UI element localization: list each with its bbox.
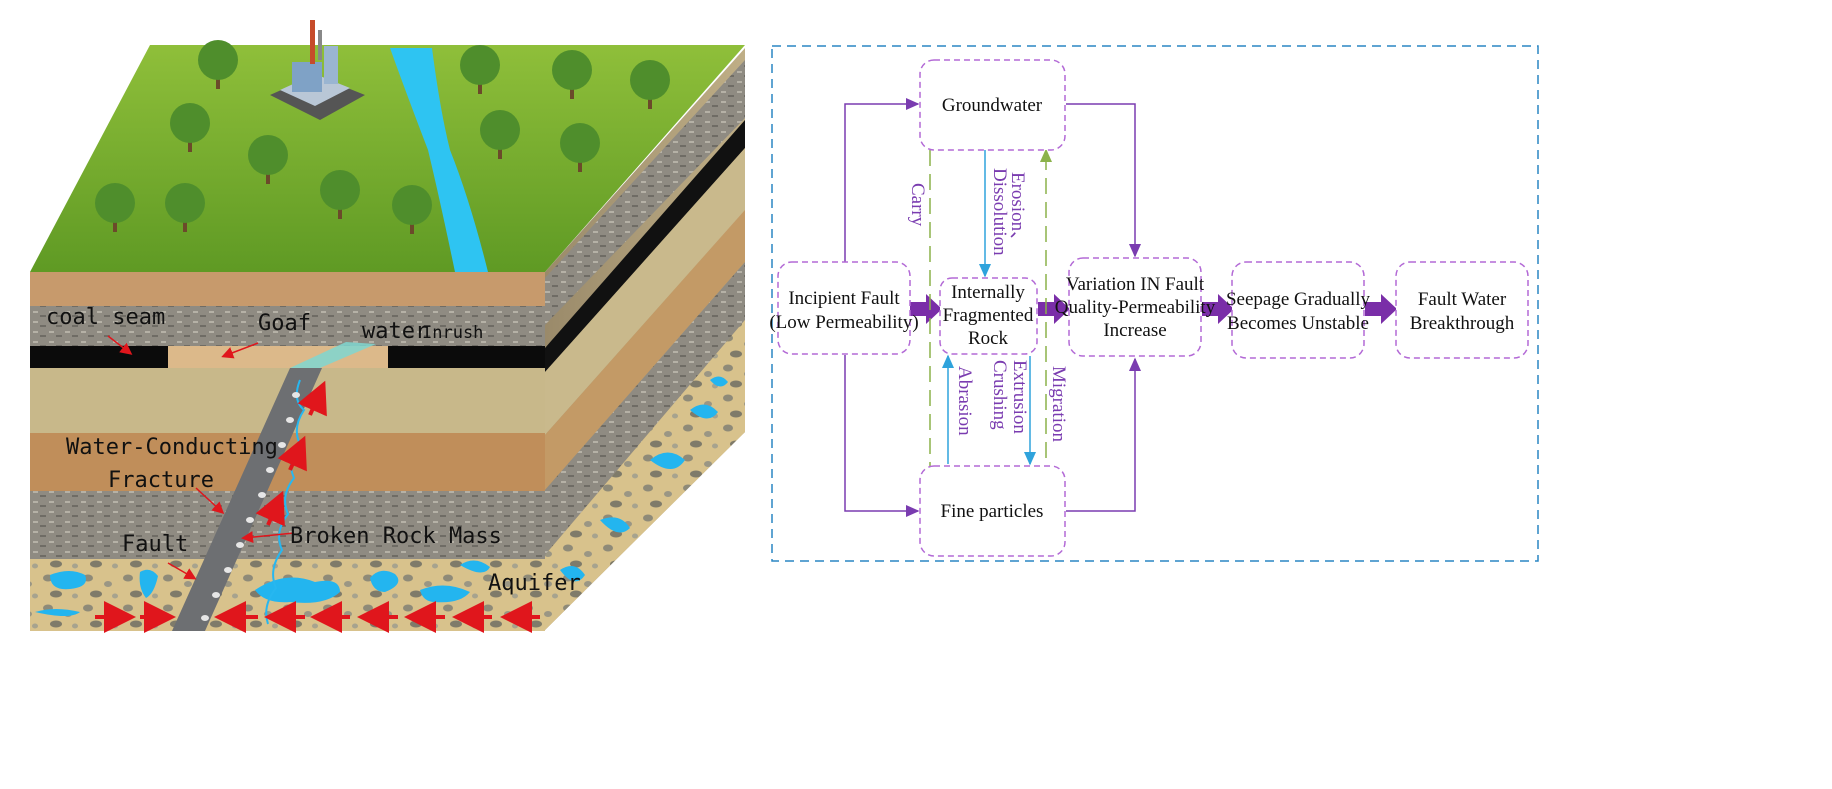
node-fragmented-rock-line1: Internally (951, 282, 1025, 303)
node-groundwater-label: Groundwater (942, 95, 1043, 116)
purple-connectors (844, 98, 1141, 517)
node-fragmented-rock: Internally Fragmented Rock (939, 277, 1038, 355)
label-goaf: Goaf (258, 311, 311, 336)
node-incipient-fault-line2: (Low Permeability) (769, 312, 918, 333)
main-flow-arrows (910, 294, 1397, 324)
green-connectors (924, 148, 1052, 484)
label-water-conducting: Water-Conducting (66, 435, 278, 460)
node-variation-line1: Variation IN Fault (1066, 274, 1205, 295)
edge-label-crushing: Crushing (989, 360, 1010, 430)
ground-surface (30, 45, 745, 272)
coal-seam-right (388, 346, 545, 368)
node-seepage: Seepage Gradually Becomes Unstable (1226, 261, 1371, 359)
edge-label-abrasion: Abrasion (954, 366, 975, 436)
node-incipient-fault-line1: Incipient Fault (788, 288, 900, 309)
node-breakthrough-line1: Fault Water (1418, 289, 1507, 310)
upward-flow-arrows (255, 380, 327, 527)
right-side-aquifer (545, 320, 745, 630)
aquifer-water-blobs (35, 560, 490, 616)
label-fracture: Fracture (108, 468, 214, 493)
front-gravel-layer (30, 306, 545, 346)
node-variation-line2: Quality-Permeability (1055, 297, 1216, 318)
label-pointers (107, 335, 295, 580)
water-inrush-plume (290, 342, 376, 368)
right-side-gravel-band (545, 60, 745, 325)
right-side-gravel-band-2 (545, 262, 745, 555)
river (390, 48, 488, 272)
label-coal-seam: coal seam (46, 305, 165, 330)
front-gravel-layer-2 (30, 491, 545, 559)
node-groundwater: Groundwater (919, 59, 1066, 151)
diagram-frame (771, 45, 1539, 562)
edge-label-erosion: Erosion、 (1007, 172, 1028, 250)
label-fault: Fault (122, 532, 188, 557)
node-fragmented-rock-line2: Fragmented (943, 305, 1034, 326)
edge-label-carry: Carry (907, 183, 928, 227)
fault-zone (172, 368, 322, 631)
node-variation-line3: Increase (1103, 320, 1166, 341)
node-fragmented-rock-line3: Rock (968, 328, 1009, 349)
edge-label-dissolution: Dissolution (989, 168, 1010, 256)
label-inrush: Inrush (422, 323, 483, 343)
node-breakthrough-line2: Breakthrough (1410, 313, 1515, 334)
node-fine-particles-label: Fine particles (941, 501, 1044, 522)
label-broken-rock: Broken Rock Mass (290, 524, 502, 549)
node-incipient-fault: Incipient Fault (Low Permeability) (769, 261, 919, 355)
factory-icon (270, 20, 365, 120)
front-topsoil (30, 272, 545, 306)
trees (95, 40, 670, 234)
edge-label-migration: Migration (1048, 366, 1069, 442)
node-breakthrough: Fault Water Breakthrough (1395, 261, 1529, 359)
node-variation: Variation IN Fault Quality-Permeability … (1055, 257, 1216, 357)
blue-connectors (942, 150, 1036, 466)
label-aquifer: Aquifer (488, 571, 581, 596)
node-seepage-line1: Seepage Gradually (1226, 289, 1371, 310)
right-side-coal-band (545, 120, 745, 372)
label-water: water (362, 319, 428, 344)
edge-label-extrusion: Extrusion (1009, 360, 1030, 434)
right-side-sand-band (545, 148, 745, 435)
coal-seam-left (30, 346, 168, 368)
node-seepage-line2: Becomes Unstable (1227, 313, 1369, 334)
right-side-brown-band (545, 210, 745, 490)
node-fine-particles: Fine particles (919, 465, 1066, 557)
